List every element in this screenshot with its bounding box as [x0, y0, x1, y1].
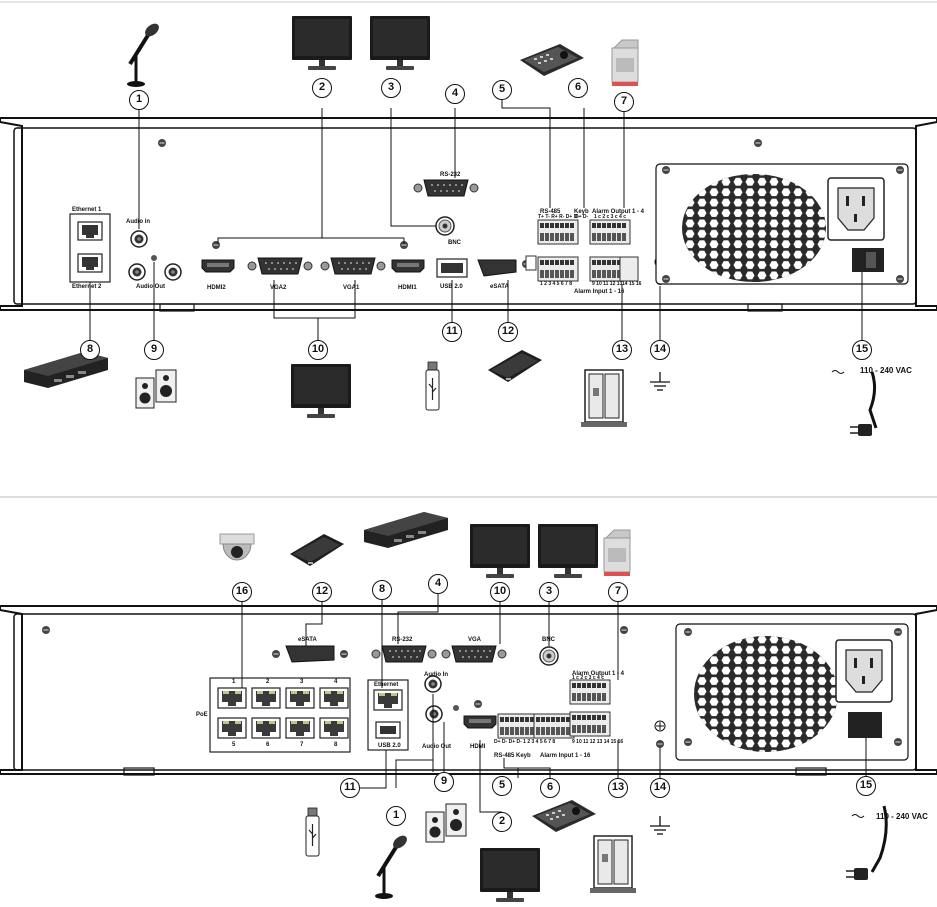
bottom-vga-label: VGA	[468, 637, 482, 643]
callout-9: 9	[144, 340, 164, 360]
top-usb-label: USB 2.0	[440, 284, 463, 290]
callout-5-b: 5	[492, 776, 512, 796]
bottom-alarm-out-label: Alarm Output 1 - 4	[572, 671, 625, 677]
callout-14-b: 14	[650, 778, 670, 798]
bottom-esata-label: eSATA	[298, 637, 317, 643]
top-vac-label: 110 - 240 VAC	[860, 366, 912, 375]
callout-10-b: 10	[490, 582, 510, 602]
callout-13: 13	[612, 340, 632, 360]
bottom-unit	[0, 512, 937, 902]
top-vga1-label: VGA1	[343, 285, 360, 291]
bottom-rs232-label: RS-232	[392, 637, 413, 643]
top-rs485-label: RS-485	[540, 209, 561, 215]
callout-1: 1	[129, 90, 149, 110]
top-unit	[0, 16, 937, 436]
callout-8: 8	[80, 340, 100, 360]
callout-13-b: 13	[608, 778, 628, 798]
bottom-usb-label: USB 2.0	[378, 743, 401, 749]
callout-9-b: 9	[434, 772, 454, 792]
top-keyb-pins: D+ D-	[575, 214, 589, 220]
bottom-poe-port-8: 8	[334, 742, 338, 748]
bottom-poe-port-4: 4	[334, 679, 338, 685]
callout-5: 5	[492, 80, 512, 100]
callout-11: 11	[442, 322, 462, 342]
bottom-audio-out-label: Audio Out	[422, 744, 451, 750]
top-rs232-label: RS-232	[440, 172, 461, 178]
callout-3-b: 3	[539, 582, 559, 602]
top-audio-out-label: Audio Out	[136, 284, 165, 290]
top-hdmi1-label: HDMI1	[398, 285, 417, 291]
callout-10: 10	[308, 340, 328, 360]
top-audio-in-label: Audio in	[126, 219, 150, 225]
top-ethernet1-label: Ethernet 1	[72, 207, 102, 213]
callout-12-b: 12	[312, 582, 332, 602]
top-ethernet2-label: Ethernet 2	[72, 284, 102, 290]
top-vga2-label: VGA2	[270, 285, 287, 291]
top-esata-label: eSATA	[490, 284, 509, 290]
callout-15: 15	[852, 340, 872, 360]
callout-2: 2	[312, 78, 332, 98]
bottom-audio-in-label: Audio In	[424, 672, 448, 678]
bottom-poe-port-1: 1	[232, 679, 236, 685]
bottom-poe-port-2: 2	[266, 679, 270, 685]
bottom-poe-port-7: 7	[300, 742, 304, 748]
top-keyb-label: Keyb	[574, 209, 589, 215]
callout-6: 6	[568, 78, 588, 98]
callout-3: 3	[381, 78, 401, 98]
callout-12: 12	[498, 322, 518, 342]
bottom-poe-port-5: 5	[232, 742, 236, 748]
top-alarm-out-label: Alarm Output 1 - 4	[592, 209, 645, 215]
bottom-hdmi-label: HDMI	[470, 744, 486, 750]
callout-1-b: 1	[386, 806, 406, 826]
bottom-alarm-in-pins: 9 10 11 12 13 14 15 16	[572, 739, 624, 745]
bottom-alarm-out-pins: 1 c 2 c 3 c 4 c	[572, 675, 604, 681]
top-alarm-in-pins2: 9 10 11 12 13	[592, 281, 623, 287]
callout-15-b: 15	[856, 776, 876, 796]
top-alarm-in-pins: 1 2 3 4 5 6 7 8	[540, 281, 572, 287]
top-alarm-in-pins3: 14 15 16	[622, 281, 642, 287]
top-bnc-label: BNC	[448, 240, 461, 246]
top-alarm-in-label: Alarm Input 1 - 16	[574, 289, 625, 295]
bottom-poe-port-6: 6	[266, 742, 270, 748]
callout-8-b: 8	[372, 580, 392, 600]
top-rs485-pins: T+ T- R+ R- D+ D-	[538, 214, 579, 220]
bottom-rs485-pins: D+ D- D+ D- 1 2 3 4 5 6 7 8	[494, 739, 556, 745]
callout-11-b: 11	[340, 778, 360, 798]
callout-4-b: 4	[428, 574, 448, 594]
bottom-alarm-in-label: Alarm Input 1 - 16	[540, 753, 591, 759]
callout-6-b: 6	[540, 778, 560, 798]
callout-4: 4	[445, 84, 465, 104]
callout-16: 16	[232, 582, 252, 602]
bottom-bnc-label: BNC	[542, 637, 555, 643]
callout-2-b: 2	[492, 812, 512, 832]
callout-7: 7	[614, 92, 634, 112]
callout-7-b: 7	[608, 582, 628, 602]
top-hdmi2-label: HDMI2	[207, 285, 226, 291]
top-alarm-out-pins: 1 c 2 c 3 c 4 c	[594, 214, 626, 220]
bottom-ethernet-label: Ethernet	[374, 682, 399, 688]
callout-14: 14	[650, 340, 670, 360]
bottom-poe-port-3: 3	[300, 679, 304, 685]
bottom-vac-label: 110 - 240 VAC	[876, 812, 928, 821]
bottom-poe-label: PoE	[196, 712, 208, 718]
bottom-rs485-keyb-label: RS-485 Keyb	[494, 753, 531, 759]
